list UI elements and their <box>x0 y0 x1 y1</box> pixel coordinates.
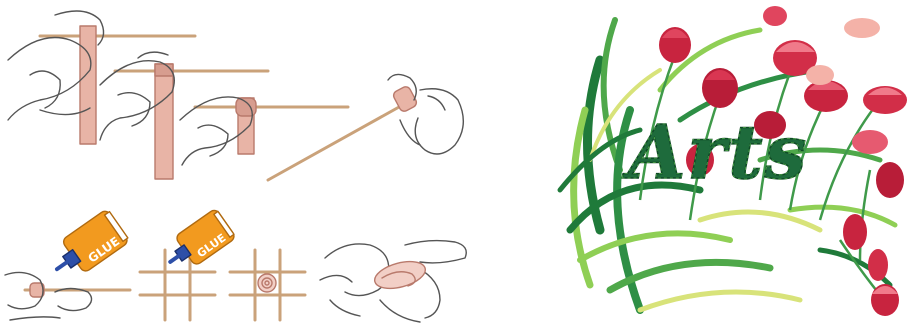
tulip <box>659 27 691 63</box>
quilled-arts-artwork: Arts Arts <box>560 6 907 316</box>
tulip <box>868 249 888 281</box>
tulip <box>852 130 888 154</box>
step-wrap-strip-3 <box>180 97 348 165</box>
tulip <box>876 162 904 198</box>
tulip <box>863 86 907 114</box>
tulip <box>844 18 880 38</box>
quilling-instructions-illustration: GLUE GLUE <box>5 11 466 322</box>
step-pinch-coil <box>320 241 466 322</box>
step-grid-coil <box>230 250 305 320</box>
step-finished-coil <box>268 74 463 180</box>
tulip <box>871 284 899 316</box>
artwork-word-arts-texture: Arts <box>622 110 808 196</box>
tulip <box>763 6 787 26</box>
step-glue-hand <box>5 272 130 320</box>
tulip <box>702 68 738 108</box>
tulip <box>804 80 848 112</box>
tulip <box>806 65 834 85</box>
tulip <box>843 214 867 250</box>
